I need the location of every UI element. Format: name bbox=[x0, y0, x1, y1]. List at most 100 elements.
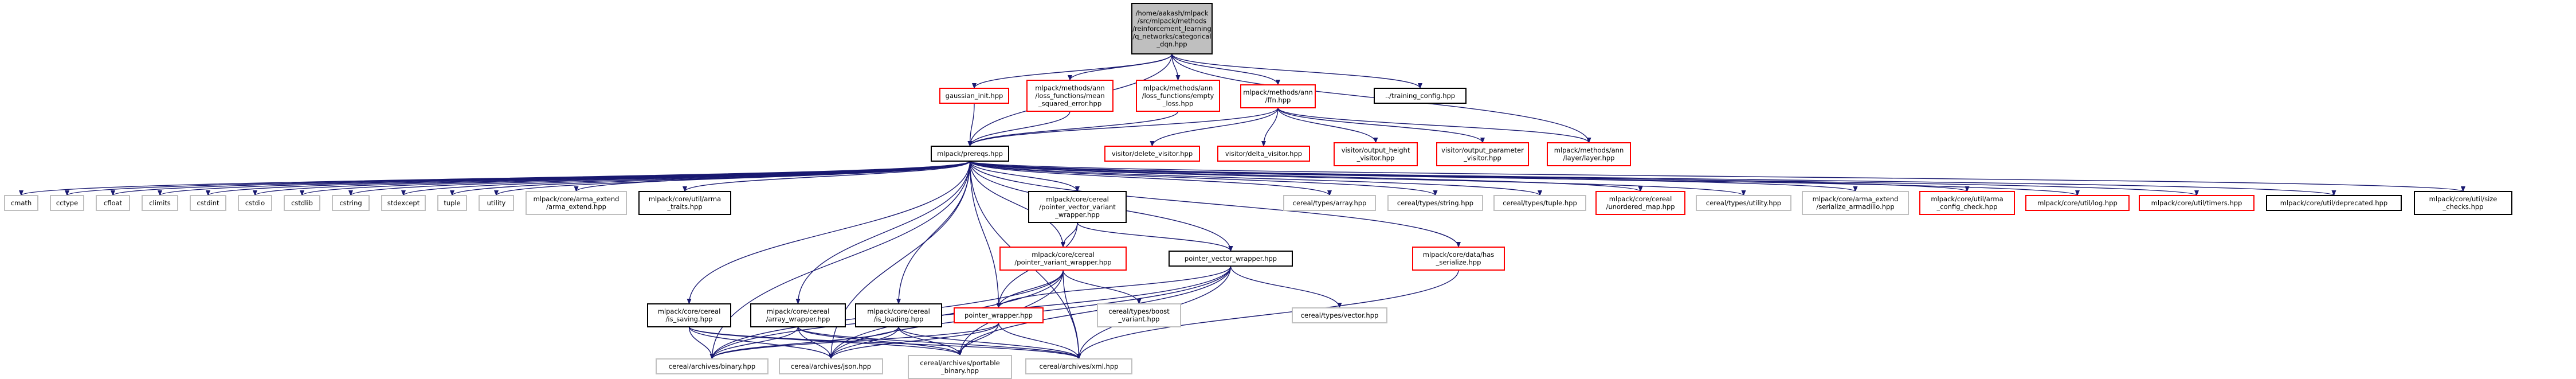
edge-ffn-to-delete_visitor bbox=[1150, 107, 1279, 147]
node-pvec-wrapper[interactable]: pointer_vector_wrapper.hpp bbox=[1169, 251, 1293, 267]
node-label-line: cereal/archives/portable bbox=[920, 359, 999, 367]
edge-prereqs-to-pvw_wrapper bbox=[969, 161, 1080, 192]
edge-prereqs-to-timers bbox=[969, 161, 2199, 196]
node-root: /home/aakash/mlpack/src/mlpack/methods/r… bbox=[1131, 3, 1213, 54]
node-label-line: _squared_error.hpp bbox=[1038, 99, 1101, 107]
node-delete-visitor[interactable]: visitor/delete_visitor.hpp bbox=[1104, 146, 1200, 162]
node-label-line: cstdlib bbox=[291, 199, 313, 207]
edge-empty_loss-to-prereqs bbox=[967, 111, 1179, 147]
node-box bbox=[999, 247, 1127, 271]
node-size-checks[interactable]: mlpack/core/util/size_checks.hpp bbox=[2414, 191, 2512, 215]
node-unordered-map[interactable]: mlpack/core/cereal/unordered_map.hpp bbox=[1595, 191, 1685, 215]
node-serialize-armadillo: mlpack/core/arma_extend/serialize_armadi… bbox=[1802, 191, 1909, 215]
node-label-line: cereal/types/utility.hpp bbox=[1706, 199, 1781, 207]
node-box bbox=[1696, 195, 1791, 211]
node-output-height[interactable]: visitor/output_height_visitor.hpp bbox=[1334, 142, 1418, 166]
node-label-line: visitor/output_height bbox=[1342, 146, 1410, 154]
node-label-line: mlpack/core/cereal bbox=[867, 307, 930, 315]
node-box bbox=[1547, 142, 1631, 166]
node-label-line: mlpack/core/arma_extend bbox=[534, 195, 620, 203]
node-label-line: pointer_wrapper.hpp bbox=[964, 311, 1033, 319]
node-label-line: cstdio bbox=[245, 199, 265, 207]
node-label-line: /array_wrapper.hpp bbox=[766, 315, 830, 323]
node-pvw-wrapper[interactable]: mlpack/core/cereal/pointer_vector_varian… bbox=[1028, 191, 1127, 223]
node-box bbox=[931, 146, 1009, 162]
node-box bbox=[284, 195, 320, 211]
node-label-line: cstring bbox=[339, 199, 362, 207]
node-training-config[interactable]: ../training_config.hpp bbox=[1374, 88, 1467, 104]
node-box bbox=[638, 191, 731, 215]
node-stdexcept: stdexcept bbox=[381, 195, 426, 211]
edge-has_serialize-to-ar_xml bbox=[1076, 269, 1459, 360]
node-tuple: tuple bbox=[437, 195, 467, 211]
node-label-line: _traits.hpp bbox=[666, 203, 702, 211]
node-label-line: tuple bbox=[444, 199, 460, 207]
node-layer[interactable]: mlpack/methods/ann/layer/layer.hpp bbox=[1547, 142, 1631, 166]
node-output-param[interactable]: visitor/output_parameter_visitor.hpp bbox=[1436, 142, 1529, 166]
node-boost-variant: cereal/types/boost_variant.hpp bbox=[1097, 303, 1181, 327]
node-box bbox=[437, 195, 467, 211]
edge-prereqs-to-unordered_map bbox=[969, 161, 1643, 192]
edge-prereqs-to-cstring bbox=[348, 161, 971, 196]
edge-prereqs-to-deprecated bbox=[969, 161, 2336, 196]
node-label-line: mlpack/core/util/arma bbox=[649, 195, 721, 203]
node-box bbox=[750, 303, 846, 327]
node-box bbox=[656, 358, 769, 374]
node-label-line: mlpack/core/util/timers.hpp bbox=[2151, 199, 2242, 207]
node-timers[interactable]: mlpack/core/util/timers.hpp bbox=[2139, 195, 2255, 211]
node-box bbox=[1136, 80, 1220, 112]
node-label-line: mlpack/core/cereal bbox=[1032, 251, 1095, 259]
node-label-line: /reinforcement_learning bbox=[1132, 25, 1211, 33]
node-box bbox=[1595, 191, 1685, 215]
node-arma-traits[interactable]: mlpack/core/util/arma_traits.hpp bbox=[638, 191, 731, 215]
edge-root-to-empty_loss bbox=[1171, 53, 1181, 81]
node-deprecated[interactable]: mlpack/core/util/deprecated.hpp bbox=[2266, 195, 2402, 211]
node-label-line: /is_saving.hpp bbox=[666, 315, 713, 323]
edge-pvec_wrapper-to-pointer_wrapper bbox=[996, 265, 1232, 308]
node-box bbox=[954, 307, 1044, 323]
node-label-line: cereal/types/boost bbox=[1108, 307, 1170, 315]
node-arma-config-check[interactable]: mlpack/core/util/arma_config_check.hpp bbox=[1919, 191, 2015, 215]
node-label-line: /home/aakash/mlpack bbox=[1136, 9, 1209, 17]
edge-is_loading-to-ar_xml bbox=[898, 326, 1081, 360]
node-prereqs[interactable]: mlpack/prereqs.hpp bbox=[931, 146, 1009, 162]
node-is-loading[interactable]: mlpack/core/cereal/is_loading.hpp bbox=[855, 303, 942, 327]
node-box bbox=[1097, 303, 1181, 327]
node-box bbox=[1919, 191, 2015, 215]
node-box bbox=[1334, 142, 1418, 166]
node-utility: utility bbox=[479, 195, 514, 211]
edge-array_wrapper-to-ar_xml bbox=[797, 326, 1081, 360]
node-ar-json: cereal/archives/json.hpp bbox=[779, 358, 883, 374]
edge-prereqs-to-pointer_wrapper bbox=[969, 161, 1001, 308]
node-cstdlib: cstdlib bbox=[284, 195, 320, 211]
node-array-wrapper[interactable]: mlpack/core/cereal/array_wrapper.hpp bbox=[750, 303, 846, 327]
node-label-line: /unordered_map.hpp bbox=[1606, 203, 1675, 211]
edge-prereqs-to-cstdint bbox=[206, 161, 971, 196]
node-box bbox=[1025, 358, 1132, 374]
node-label-line: _checks.hpp bbox=[2442, 203, 2484, 211]
node-arma-extend: mlpack/core/arma_extend/arma_extend.hpp bbox=[526, 191, 627, 215]
edge-is_saving-to-ar_json bbox=[688, 326, 833, 360]
edge-prereqs-to-cereal_array bbox=[969, 161, 1332, 196]
node-box bbox=[1387, 195, 1483, 211]
node-empty-loss[interactable]: mlpack/methods/ann/loss_functions/empty_… bbox=[1136, 80, 1220, 112]
node-is-saving[interactable]: mlpack/core/cereal/is_saving.hpp bbox=[647, 303, 731, 327]
node-cereal-utility: cereal/types/utility.hpp bbox=[1696, 195, 1791, 211]
node-label-line: cmath bbox=[11, 199, 32, 207]
node-log[interactable]: mlpack/core/util/log.hpp bbox=[2025, 195, 2130, 211]
edge-ffn-to-output_param bbox=[1277, 107, 1485, 143]
node-gaussian-init[interactable]: gaussian_init.hpp bbox=[939, 88, 1009, 104]
node-box bbox=[50, 195, 84, 211]
node-pointer-wrapper[interactable]: pointer_wrapper.hpp bbox=[954, 307, 1044, 323]
node-label-line: /loss_functions/empty bbox=[1142, 92, 1214, 100]
node-mse[interactable]: mlpack/methods/ann/loss_functions/mean_s… bbox=[1026, 80, 1113, 112]
edge-prereqs-to-pv_wrapper bbox=[969, 161, 1065, 248]
node-label-line: /src/mlpack/methods bbox=[1138, 17, 1207, 25]
node-pv-wrapper[interactable]: mlpack/core/cereal/pointer_variant_wrapp… bbox=[999, 247, 1127, 271]
edge-pvw_wrapper-to-pvec_wrapper bbox=[1077, 222, 1233, 252]
node-box bbox=[238, 195, 272, 211]
node-delta-visitor[interactable]: visitor/delta_visitor.hpp bbox=[1217, 146, 1310, 162]
node-has-serialize[interactable]: mlpack/core/data/has_serialize.hpp bbox=[1412, 247, 1505, 271]
node-ffn[interactable]: mlpack/methods/ann/ffn.hpp bbox=[1240, 84, 1316, 108]
